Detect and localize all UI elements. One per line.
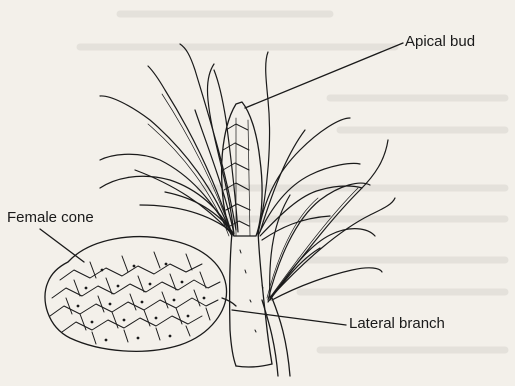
apical-bud-label: Apical bud (405, 33, 475, 50)
lateral-branch-label: Lateral branch (349, 315, 445, 332)
lateral-branch-leader-line (232, 310, 346, 325)
main-stem (230, 230, 272, 367)
apical-bud-leader-line (245, 43, 403, 108)
female-cone-label: Female cone (7, 209, 94, 226)
female-cone-leader-line (40, 229, 84, 262)
pine-needles (100, 44, 395, 302)
apical-bud-drawing (222, 102, 262, 236)
lateral-branch-shoot (262, 298, 290, 376)
